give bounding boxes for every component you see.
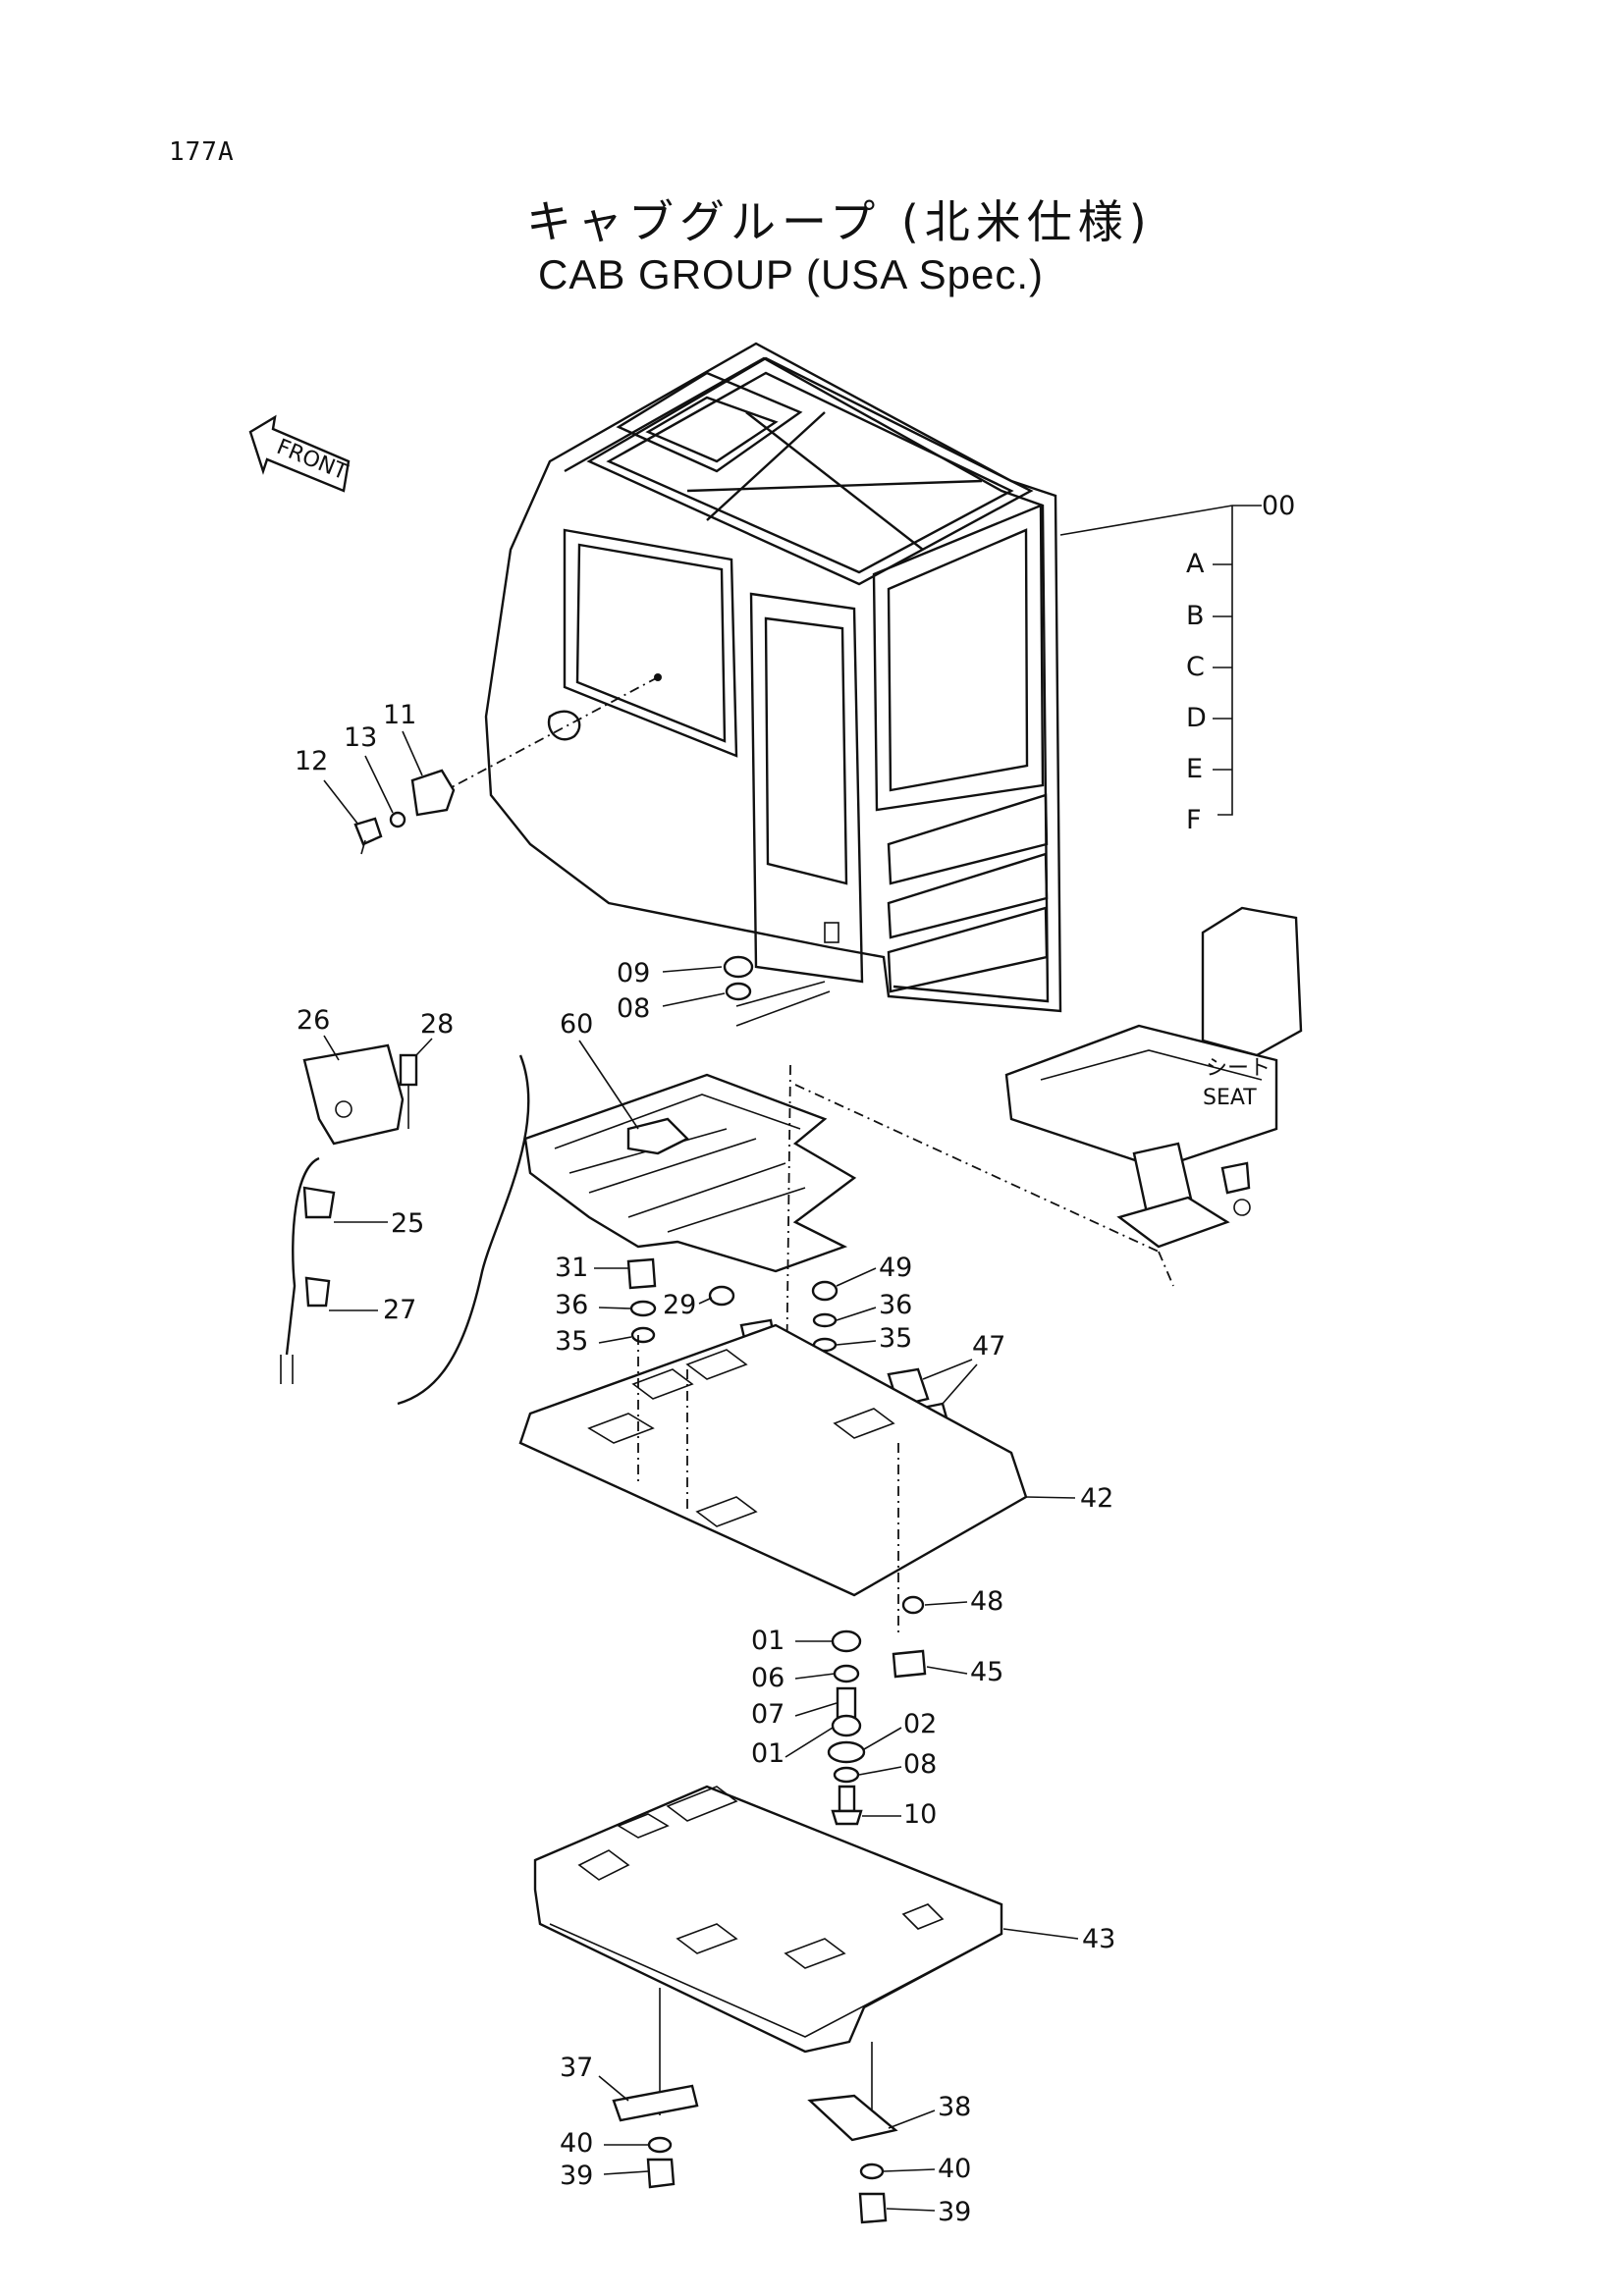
bracket-right: 38 40 39 xyxy=(807,2042,971,2227)
callout-40-left: 40 xyxy=(560,2128,593,2159)
rubber-mounts: 48 45 xyxy=(892,1586,1003,1687)
callout-36-right: 36 xyxy=(879,1290,912,1320)
seat-label-en: SEAT xyxy=(1203,1086,1257,1110)
callout-60: 60 xyxy=(560,1009,593,1040)
seat: シート SEAT xyxy=(794,906,1303,1287)
title-japanese: キャブグループ (北米仕様) xyxy=(526,195,1153,248)
page-number: 177A xyxy=(169,137,235,167)
callout-40-right: 40 xyxy=(938,2154,971,2184)
bracket-left: 37 40 39 xyxy=(560,1988,699,2191)
callout-02: 02 xyxy=(903,1709,937,1739)
door-catch-assembly: 11 13 12 xyxy=(295,700,456,855)
callout-37: 37 xyxy=(560,2053,593,2083)
variant-list: 00 A B C D E F xyxy=(1059,491,1295,835)
callout-35-left: 35 xyxy=(555,1326,588,1357)
variant-b: B xyxy=(1186,601,1205,631)
title-english: CAB GROUP (USA Spec.) xyxy=(538,251,1045,297)
callout-00: 00 xyxy=(1262,491,1295,521)
variant-a: A xyxy=(1186,549,1205,579)
callout-08-top: 08 xyxy=(617,993,650,1024)
cab-body xyxy=(436,342,1062,1013)
callout-06: 06 xyxy=(751,1663,784,1693)
callout-39-right: 39 xyxy=(938,2197,971,2227)
callout-01-top: 01 xyxy=(751,1626,784,1656)
base-plate: 43 xyxy=(533,1785,1115,2054)
callout-31: 31 xyxy=(555,1253,588,1283)
callout-39-left: 39 xyxy=(560,2161,593,2191)
callout-36-left: 36 xyxy=(555,1290,588,1320)
front-arrow-icon: FRONT xyxy=(248,414,352,493)
callout-43: 43 xyxy=(1082,1924,1115,1954)
isolator-stack: 01 06 07 01 02 08 10 xyxy=(751,1626,937,1830)
seat-label-jp: シート xyxy=(1206,1056,1271,1081)
callout-49: 49 xyxy=(879,1253,912,1283)
callout-42: 42 xyxy=(1080,1483,1113,1514)
callout-09: 09 xyxy=(617,958,650,988)
cab-mounts: 09 08 xyxy=(617,955,831,1027)
callout-28: 28 xyxy=(420,1009,454,1040)
callout-07: 07 xyxy=(751,1699,784,1730)
callout-27: 27 xyxy=(383,1295,416,1325)
variant-e: E xyxy=(1186,754,1203,784)
callout-25: 25 xyxy=(391,1208,424,1239)
callout-01-bottom: 01 xyxy=(751,1738,784,1769)
callout-29: 29 xyxy=(663,1290,696,1320)
callout-38: 38 xyxy=(938,2092,971,2122)
callout-13: 13 xyxy=(344,722,377,753)
callout-48: 48 xyxy=(970,1586,1003,1617)
variant-c: C xyxy=(1186,652,1205,682)
callout-26: 26 xyxy=(297,1005,330,1036)
callout-10: 10 xyxy=(903,1799,937,1830)
callout-35-right: 35 xyxy=(879,1323,912,1354)
callout-08-bottom: 08 xyxy=(903,1749,937,1780)
floor-mat: 60 xyxy=(523,1009,857,1464)
ground-strap-assembly: 26 28 25 27 xyxy=(280,1005,530,1406)
variant-d: D xyxy=(1186,703,1207,733)
floor-plate: 42 xyxy=(518,1323,1113,1634)
callout-12: 12 xyxy=(295,746,328,776)
callout-11: 11 xyxy=(383,700,416,730)
callout-47: 47 xyxy=(972,1331,1005,1362)
callout-45: 45 xyxy=(970,1657,1003,1687)
variant-f: F xyxy=(1186,805,1202,835)
